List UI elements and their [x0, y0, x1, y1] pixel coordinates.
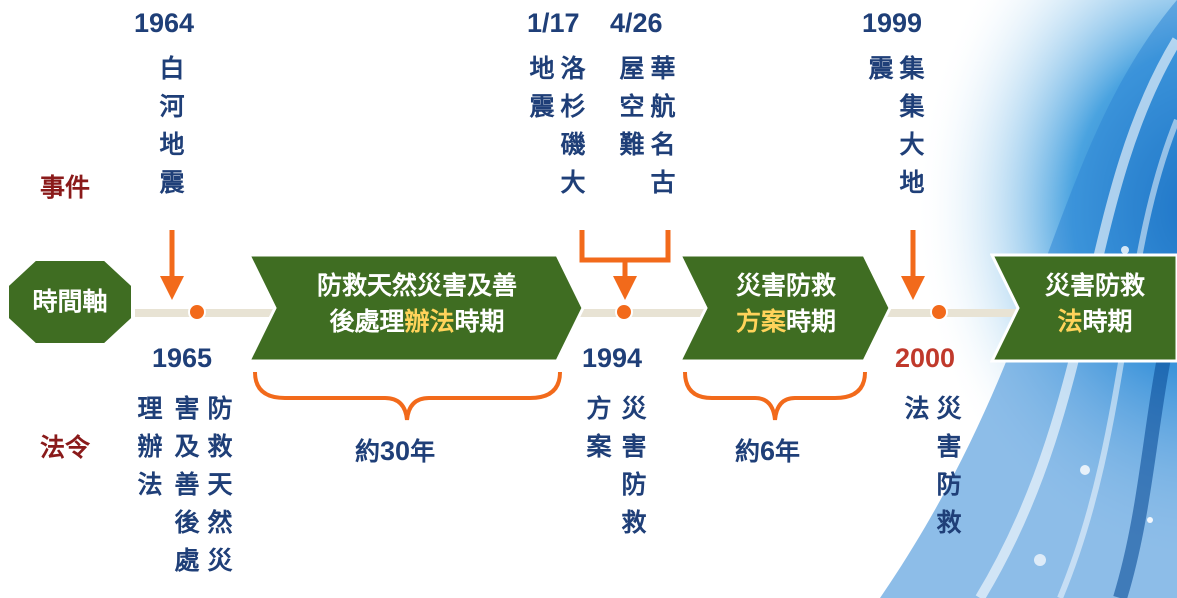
event-text-0117: 地震 洛杉磯大 [527, 50, 589, 240]
event-1999-col-0: 震 [868, 54, 894, 83]
law-1965-col-1: 害及善後處 [174, 394, 200, 575]
event-text-1964: 白河地震 [157, 50, 187, 240]
period-2-line1: 災害防救 [735, 271, 836, 300]
period-1-line2: 後處理辦法時期 [329, 307, 505, 336]
laws-label: 法令 [40, 433, 91, 462]
law-year-1965: 1965 [152, 343, 213, 373]
timeline-start-label: 時間軸 [32, 287, 108, 316]
law-text-2000: 法 災害防救 [902, 390, 982, 560]
event-year-1964: 1964 [134, 8, 195, 38]
timeline-line [130, 309, 1177, 317]
period-label-3: 災害防救 法時期 [1010, 268, 1177, 340]
period-1-line1: 防救天然災害及善 [316, 271, 517, 300]
period-3-line2: 法時期 [1057, 307, 1133, 336]
period-2-line2: 方案時期 [735, 307, 837, 336]
event-0117-col-1: 洛杉磯大 [560, 54, 586, 197]
event-0426-col-1: 華航名古 [650, 54, 676, 197]
event-0426-col-0: 屋空難 [619, 54, 645, 159]
events-label: 事件 [40, 173, 91, 202]
timeline-dot-2000 [930, 303, 948, 321]
law-1965-col-2: 防救天然災 [207, 394, 233, 575]
period-label-2: 災害防救 方案時期 [693, 268, 879, 340]
law-text-1994: 方案 災害防救 [584, 390, 654, 560]
duration-30-years: 約30年 [355, 436, 436, 466]
period-box-2 [678, 253, 892, 363]
event-1999-col-1: 集集大地 [899, 54, 925, 197]
event-year-0117: 1/17 [527, 8, 580, 38]
period-3-line1: 災害防救 [1044, 271, 1145, 300]
timeline-dot-1994 [615, 303, 633, 321]
period-label-1: 防救天然災害及善 後處理辦法時期 [262, 268, 572, 340]
law-1994-col-1: 災害防救 [621, 394, 647, 537]
law-1965-col-0: 理辦法 [137, 394, 163, 499]
event-0117-col-0: 地震 [529, 54, 555, 121]
duration-6-years: 約6年 [735, 436, 801, 466]
timeline-dot-1965 [188, 303, 206, 321]
law-2000-col-0: 法 [904, 394, 930, 423]
event-year-1999: 1999 [862, 8, 923, 38]
event-1964-col-0: 白河地震 [159, 54, 185, 197]
timeline-start-octagon [5, 257, 135, 347]
law-year-2000: 2000 [895, 343, 956, 373]
law-2000-col-1: 災害防救 [936, 394, 962, 537]
event-text-1999: 震 集集大地 [866, 50, 928, 240]
law-1994-col-0: 方案 [586, 394, 612, 461]
law-year-1994: 1994 [582, 343, 643, 373]
period-box-1 [247, 253, 585, 363]
period-box-3 [990, 253, 1177, 363]
event-text-0426: 屋空難 華航名古 [617, 50, 679, 240]
event-year-0426: 4/26 [610, 8, 663, 38]
law-text-1965: 理辦法 害及善後處 防救天然災 [135, 390, 235, 590]
